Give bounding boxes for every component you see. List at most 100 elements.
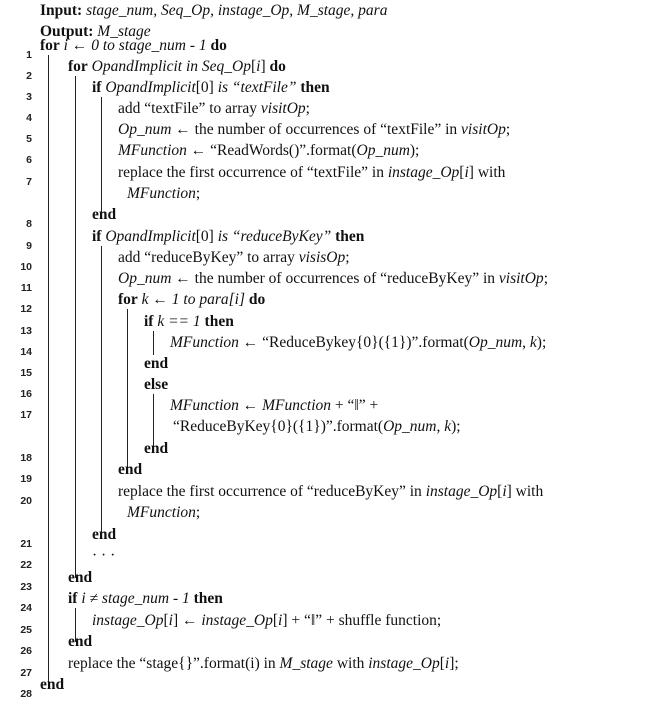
line-number: 6: [26, 154, 32, 166]
code-token: end: [68, 633, 93, 650]
code-token: replace the first occurrence of “textFil…: [118, 164, 388, 181]
code-token: ]: [260, 58, 270, 75]
algorithm-line: add “reduceByKey” to array visisOp;: [118, 247, 350, 268]
code-token: OpandImplicit: [101, 228, 196, 245]
for-k-block-bar: [127, 309, 128, 470]
line-number: 24: [20, 602, 32, 614]
code-token: Op_num: [118, 121, 172, 138]
algorithm-line: end: [118, 459, 142, 480]
code-token: k: [529, 334, 537, 351]
code-token: [: [439, 655, 445, 672]
code-token: for: [118, 291, 138, 308]
code-token: ;: [195, 185, 201, 202]
code-token: [0]: [195, 228, 218, 245]
code-token: Op_num: [383, 418, 437, 435]
code-token: k ← 1 to para[i]: [137, 291, 249, 308]
line-number: 8: [26, 218, 32, 230]
line-number: 23: [20, 581, 32, 593]
algorithm-line: end: [40, 674, 64, 695]
code-token: );: [409, 142, 420, 159]
code-token: MFunction: [170, 334, 239, 351]
code-token: ;: [345, 249, 350, 266]
code-token: replace the first occurrence of “reduceB…: [118, 483, 426, 500]
code-token: visitOp: [461, 121, 506, 138]
algorithm-line: else: [144, 374, 168, 395]
code-token: ] + “‖” + shuffle function;: [282, 612, 442, 629]
line-number: 14: [20, 346, 32, 358]
code-token: then: [335, 228, 365, 245]
algorithm-line: if OpandImplicit[0] is “textFile” then: [92, 77, 330, 98]
code-token: i ← 0 to stage_num - 1: [59, 37, 211, 54]
algorithm-line: “ReduceByKey{0}({1})”.format(Op_num, k);: [173, 416, 461, 437]
algorithm-line: MFunction ← “ReadWords()”.format(Op_num)…: [118, 140, 419, 161]
algorithm-line: MFunction;: [127, 183, 200, 204]
code-token: end: [40, 676, 65, 693]
code-token: instage_Op: [387, 164, 460, 181]
code-token: ] with: [468, 164, 506, 181]
code-token: then: [193, 590, 223, 607]
code-token: replace the “stage{}”.format(i) in: [68, 655, 280, 672]
line-number: 3: [26, 91, 32, 103]
algorithm-line: replace the “stage{}”.format(i) in M_sta…: [68, 653, 459, 674]
code-token: instage_Op: [201, 612, 273, 629]
code-token: end: [92, 526, 117, 543]
line-number: 28: [20, 688, 32, 700]
code-token: if: [92, 228, 102, 245]
code-token: ← “ReduceBykey{0}({1})”.format(: [238, 334, 469, 351]
line-number: 20: [20, 495, 32, 507]
code-token: i: [444, 655, 450, 672]
input-line: Input: stage_num, Seq_Op, instage_Op, M_…: [40, 0, 387, 21]
code-token: is “textFile”: [217, 79, 301, 96]
code-token: MFunction: [118, 142, 187, 159]
code-token: end: [118, 461, 143, 478]
code-token: end: [92, 206, 117, 223]
line-number: 2: [26, 70, 32, 82]
line-number: 21: [20, 538, 32, 550]
code-token: [0]: [195, 79, 218, 96]
code-token: with: [332, 655, 369, 672]
code-token: [: [272, 612, 279, 629]
code-token: ← the number of occurrences of “reduceBy…: [171, 270, 499, 287]
code-token: k == 1: [153, 313, 205, 330]
code-token: if: [68, 590, 78, 607]
algorithm-line: end: [68, 567, 92, 588]
code-token: if: [144, 313, 154, 330]
algorithm-line: replace the first occurrence of “reduceB…: [118, 481, 543, 502]
if-k-block-bar: [153, 331, 154, 355]
output-value: M_stage: [97, 23, 151, 40]
code-token: M_stage: [279, 655, 333, 672]
code-token: add “textFile” to array: [118, 100, 261, 117]
code-token: [: [163, 612, 169, 629]
code-token: ] with: [506, 483, 544, 500]
line-number: 27: [20, 667, 32, 679]
algorithm-line: end: [92, 204, 116, 225]
code-token: end: [68, 569, 93, 586]
algorithm-line: replace the first occurrence of “textFil…: [118, 162, 505, 183]
code-token: do: [210, 37, 227, 54]
line-number: 16: [20, 388, 32, 400]
code-token: ] ←: [172, 612, 202, 629]
output-label: Output:: [40, 23, 94, 40]
algorithm-line: if k == 1 then: [144, 311, 234, 332]
algorithm-line: MFunction ← MFunction + “‖” +: [170, 395, 378, 416]
code-token: ];: [449, 655, 459, 672]
line-number: 26: [20, 645, 32, 657]
code-token: “ReduceByKey{0}({1})”.format(: [173, 418, 384, 435]
code-token: ← “ReadWords()”.format(: [186, 142, 357, 159]
output-line: Output: M_stage: [40, 21, 151, 42]
code-token: i: [168, 612, 173, 629]
line-number: 12: [20, 303, 32, 315]
line-number: 7: [26, 176, 32, 188]
code-token: Op_num: [118, 270, 172, 287]
code-token: [: [459, 164, 465, 181]
code-token: ← the number of occurrences of “textFile…: [171, 121, 462, 138]
algorithm-line: end: [92, 524, 116, 545]
algorithm-line: end: [68, 631, 92, 652]
algorithm-line: Op_num ← the number of occurrences of “r…: [118, 268, 548, 289]
line-number: 22: [20, 559, 32, 571]
for-opand-block-bar: [75, 76, 76, 578]
code-token: visisOp: [298, 249, 346, 266]
code-token: end: [144, 355, 169, 372]
code-token: ,: [522, 334, 530, 351]
